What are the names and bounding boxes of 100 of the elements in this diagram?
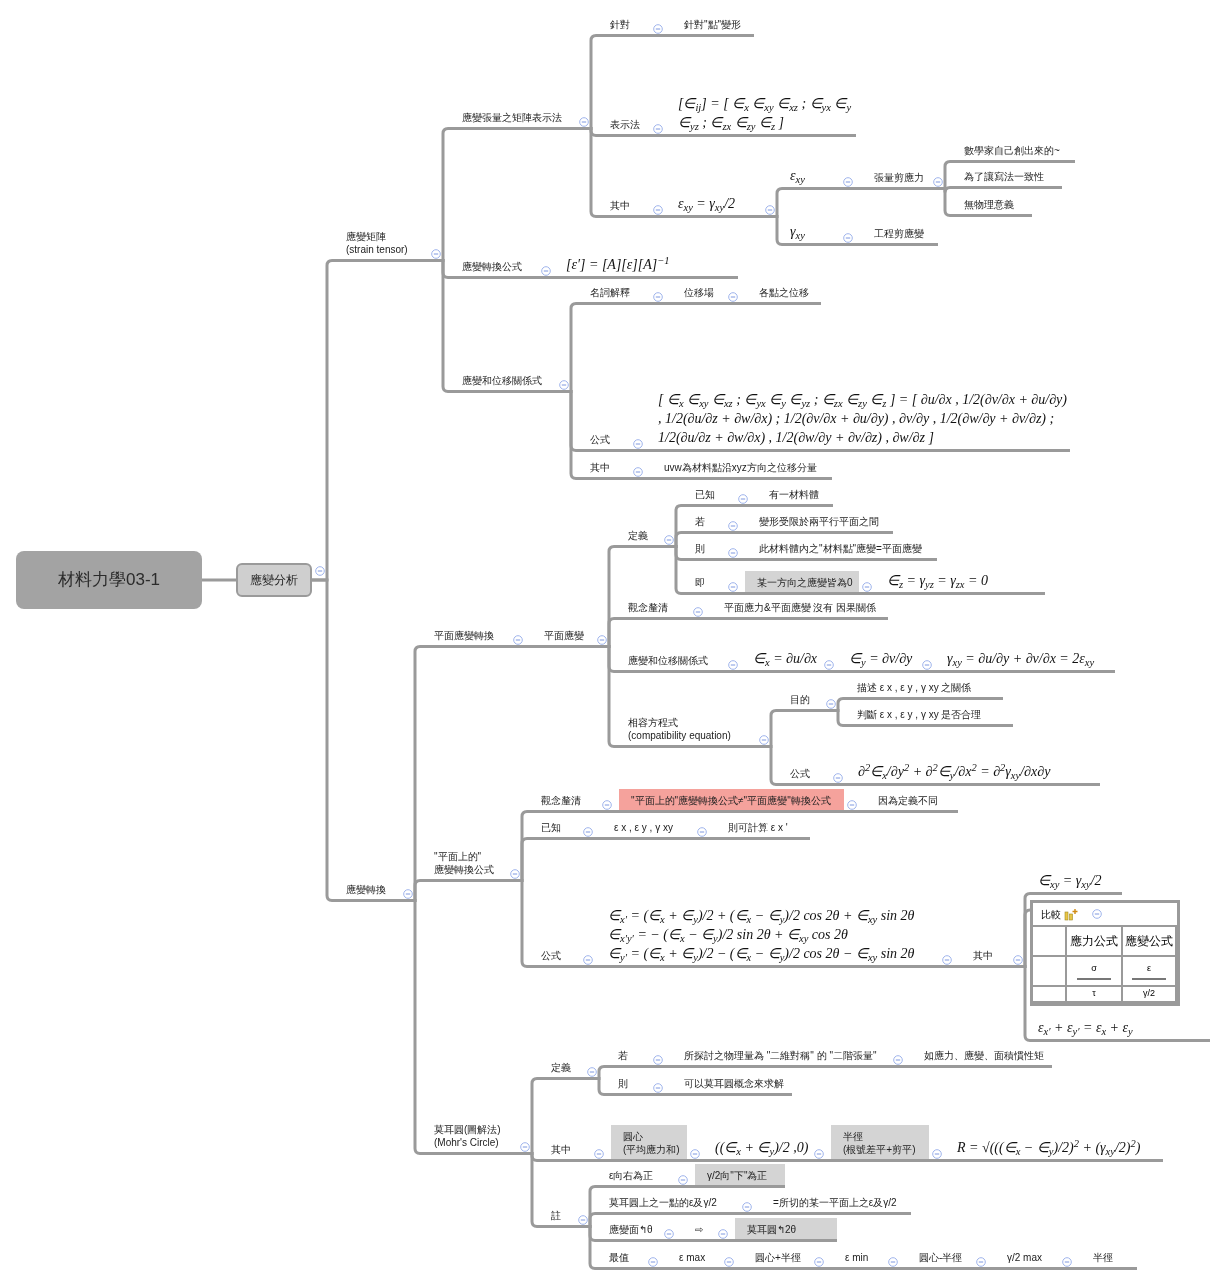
topic-text: 圓心 [623, 1130, 644, 1143]
branch-line [739, 1212, 759, 1215]
topic-label: 圓心-半徑 [905, 1251, 973, 1270]
formula: ε$_{xy}$ [782, 166, 840, 190]
topic-label [614, 716, 756, 748]
topic-label: 名詞解釋 [576, 286, 650, 305]
topic-label: ε x , ε y , γ xy [600, 821, 694, 840]
branch-line [973, 1267, 993, 1270]
branch-line [715, 1239, 735, 1242]
topic-label: 則 [604, 1077, 650, 1096]
topic-label: 其中 [537, 1143, 591, 1162]
central-topic: 材料力學03-1 [16, 551, 202, 609]
topic-label: 平面應變轉換 [420, 629, 510, 648]
formula: [∈$_{ij}$] = [ ∈$_{x}$ ∈$_{xy}$ ∈$_{xz}$ ; ∈$_{yx}$ ∈$_{y}$ ∈$_{yz}$ ; ∈$_{zx}$ ∈$_{zy}$ ∈$_{z}$ ] [670, 94, 856, 137]
topic-text: 相容方程式 [628, 716, 679, 729]
topic-label: 觀念釐清 [614, 601, 690, 620]
branch-line [885, 1267, 905, 1270]
topic-label: ε max [665, 1251, 721, 1270]
branch-line [202, 578, 236, 582]
formula: [ε′] = [A][ε][A]$^{−1}$ [558, 255, 738, 279]
branch-line [312, 578, 333, 902]
branch-line [725, 592, 745, 595]
topic-label: 應變轉換公式 [448, 260, 538, 279]
topic-label: 張量剪應力 [860, 171, 930, 190]
branch-line [830, 783, 850, 786]
topic-label: 針對"點"變形 [670, 18, 754, 37]
table-cell: σ [1067, 957, 1123, 987]
topic-label: 可以莫耳圓概念來求解 [670, 1077, 792, 1096]
table-cell: γ/2 [1123, 987, 1177, 1003]
branch-line [650, 302, 670, 305]
topic-label: uvw為材料點沿xyz方向之位移分量 [650, 461, 832, 480]
topic-text: 應變矩陣 [346, 230, 387, 243]
topic-label: 所探討之物理量為 "二維對稱" 的 "二階張量" [670, 1049, 890, 1068]
branch-line [844, 810, 864, 813]
table-cell: 應力公式 [1067, 927, 1123, 957]
highlighted-topic: 莫耳圓↰2θ [735, 1218, 837, 1242]
branch-line [661, 1239, 681, 1242]
topic-label: 工程剪應變 [860, 227, 938, 246]
formula: [ ∈$_{x}$ ∈$_{xy}$ ∈$_{xz}$ ; ∈$_{yx}$ ∈$_{y}$ ∈$_{yz}$ ; ∈$_{zx}$ ∈$_{zy}$ ∈$_{z}$ ] = [ ∂u/∂x , 1/2(∂v/∂x + ∂u/∂y) , 1/2(∂u/∂z + ∂w/∂x) ; 1/2(∂v/∂x + ∂u/∂y) , ∂v/∂y , 1/2(∂w/∂y + ∂v/∂z) ; 1/2(∂u/∂z + ∂w/∂x) , 1/2(∂w/∂y + ∂v/∂z) , ∂w/∂z ] [650, 390, 1070, 452]
topic-label: =所切的某一平面上之ε及γ/2 [759, 1196, 911, 1215]
branch-line [650, 1065, 670, 1068]
branch-line [823, 709, 844, 727]
topic-label: 應變和位移關係式 [614, 654, 725, 673]
topic-label: 平面應力&平面應變 沒有 因果關係 [710, 601, 888, 620]
topic-label: 應變張量之矩陣表示法 [448, 111, 576, 130]
branch-line [725, 670, 745, 673]
topic-label: 公式 [776, 767, 830, 786]
branch-line [725, 558, 745, 561]
formula: ∂$^{2}$∈$_{x}$/∂y$^{2}$ + ∂$^{2}$∈$_{y}$/∂x$^{2}$ = ∂$^{2}$γ$_{xy}$/∂x∂y [850, 762, 1100, 786]
branch-line [599, 810, 619, 813]
topic-label: 已知 [681, 488, 735, 507]
topic-label: 變形受限於兩平行平面之間 [745, 515, 893, 534]
branch-line [921, 670, 939, 673]
branch-line [811, 1159, 831, 1162]
branch-line [840, 187, 860, 190]
branch-line [940, 965, 959, 968]
topic-label: γ/2 max [993, 1251, 1059, 1270]
branch-line [517, 1152, 538, 1228]
branch-line [630, 477, 650, 480]
branch-line [859, 592, 879, 595]
branch-line [823, 670, 841, 673]
branch-line [650, 34, 670, 37]
branch-line [630, 449, 650, 452]
branch-line [694, 837, 714, 840]
branch-line [650, 215, 670, 218]
topic-label: 則可計算 ε x ' [714, 821, 810, 840]
formula: R = √(((∈$_{x}$ − ∈$_{y}$)/2)$^{2}$ + (γ$_{xy}$/2)$^{2}$) [949, 1138, 1163, 1162]
topic-text: (根號差平+剪平) [843, 1143, 917, 1156]
topic-label: 應變轉換 [332, 883, 400, 902]
topic-label: 為了讓寫法一致性 [950, 170, 1062, 189]
topic-label: 其中 [959, 949, 1011, 968]
topic-label: 平面應變 [530, 629, 594, 648]
topic-label: 數學家自己創出來的~ [950, 144, 1075, 163]
topic-label: 判斷 ε x , ε y , γ xy 是否合理 [843, 708, 1013, 727]
warning-topic: "平面上的"應變轉換公式≠"平面應變"轉換公式 [619, 789, 844, 813]
branch-line [591, 1159, 611, 1162]
topic-label: 莫耳圓上之一點的ε及γ/2 [595, 1196, 739, 1215]
branch-line [556, 390, 577, 480]
topic-label: 最值 [595, 1251, 645, 1270]
topic-label: 此材料體內之"材料點"應變=平面應變 [745, 542, 937, 561]
topic-label: 無物理意義 [950, 198, 1032, 217]
branch-line [840, 243, 860, 246]
topic-text: (strain tensor) [346, 243, 409, 256]
topic-label: 若 [604, 1049, 650, 1068]
topic-label: 則 [681, 542, 725, 561]
topic-label: 圓心+半徑 [741, 1251, 811, 1270]
branch-line [400, 899, 421, 1155]
topic-text: 莫耳圓(圖解法) [434, 1123, 502, 1136]
branch-line [735, 504, 755, 507]
topic-label: 已知 [527, 821, 581, 840]
topic-label: 觀念釐清 [527, 794, 599, 813]
topic-label: ε向右為正 [595, 1169, 675, 1188]
topic-label: 若 [681, 515, 725, 534]
topic-label: "平面上的" 應變轉換公式 [420, 850, 508, 882]
branch-line [890, 1065, 910, 1068]
branch-line [929, 1159, 949, 1162]
comparison-table [1030, 900, 1180, 1006]
topic-label: 因為定義不同 [864, 794, 958, 813]
branch-line [581, 965, 600, 968]
branch-line [726, 302, 745, 305]
